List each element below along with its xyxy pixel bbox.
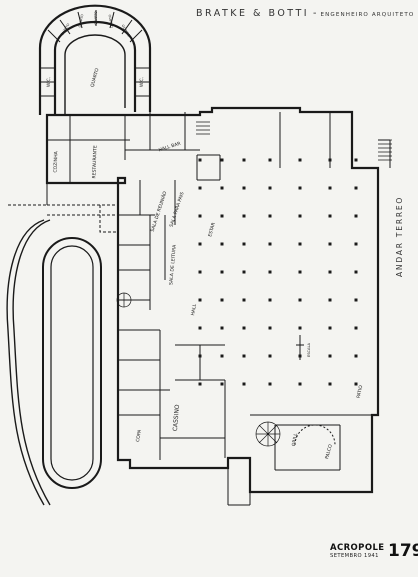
label-men-toilet: W.C. — [139, 77, 145, 87]
column-pillar — [328, 242, 332, 246]
column-pillar — [198, 298, 202, 302]
column-pillar — [242, 186, 246, 190]
column-pillar — [198, 242, 202, 246]
column-pillar — [198, 158, 202, 162]
firm-subtitle: ENGENHEIRO ARQUITETO — [320, 12, 415, 18]
track — [42, 237, 102, 489]
column-pillar — [268, 242, 272, 246]
column-pillar — [220, 382, 224, 386]
label-copa: COPA — [135, 428, 143, 442]
column-pillar — [268, 214, 272, 218]
column-pillar — [198, 186, 202, 190]
label-hall-bar: HALL BAR — [158, 140, 182, 153]
column-pillar — [220, 186, 224, 190]
column-pillar — [298, 270, 302, 274]
label-scale: ESCALA — [307, 342, 311, 357]
column-pillar — [198, 326, 202, 330]
column-pillar — [268, 298, 272, 302]
column-pillar — [220, 354, 224, 358]
column-pillar — [298, 382, 302, 386]
column-pillar — [354, 158, 358, 162]
column-pillar — [268, 326, 272, 330]
column-pillar — [328, 158, 332, 162]
label-cabin-5: QUARTO — [121, 23, 131, 37]
column-pillar — [328, 326, 332, 330]
column-pillar — [328, 186, 332, 190]
magazine-date: SETEMBRO 1941 — [330, 553, 379, 559]
column-pillar — [220, 298, 224, 302]
column-pillar — [242, 158, 246, 162]
column-pillar — [242, 382, 246, 386]
label-reading-room: SALA DE LEITURA — [168, 244, 178, 286]
label-parents-room: SALA PARA PAIS — [169, 191, 186, 228]
column-pillar — [242, 326, 246, 330]
column-pillar — [242, 354, 246, 358]
firm-name: BRATKE & BOTTI — [196, 8, 310, 19]
column-pillar — [354, 298, 358, 302]
column-pillar — [220, 158, 224, 162]
magazine-name: ACROPOLE — [330, 543, 385, 553]
column-pillar — [298, 354, 302, 358]
label-grill: GRILL — [291, 432, 299, 446]
column-pillar — [354, 382, 358, 386]
label-patio: PATIO — [356, 384, 365, 398]
column-pillar — [198, 354, 202, 358]
column-pillar — [268, 382, 272, 386]
column-pillar — [198, 214, 202, 218]
label-cassino: CASSINO — [172, 404, 181, 432]
column-pillar — [354, 214, 358, 218]
page-number: 179 — [388, 541, 418, 561]
side-label: ANDAR TERREO — [395, 195, 404, 277]
label-room: QUARTO — [90, 67, 101, 88]
label-cabin-4: QUARTO — [108, 14, 114, 28]
column-pillar — [328, 270, 332, 274]
column-pillar — [242, 214, 246, 218]
column-pillar — [354, 242, 358, 246]
column-pillar — [298, 242, 302, 246]
column-pillar — [298, 298, 302, 302]
column-pillar — [242, 298, 246, 302]
label-living: ESTAR — [207, 221, 217, 237]
column-pillar — [220, 326, 224, 330]
column-pillar — [328, 214, 332, 218]
column-pillar — [328, 354, 332, 358]
column-pillar — [198, 270, 202, 274]
column-pillar — [354, 354, 358, 358]
column-pillar — [328, 382, 332, 386]
label-palco: PALCO — [324, 443, 334, 459]
column-pillar — [268, 186, 272, 190]
label-cabin-1: QUARTO — [60, 22, 71, 36]
label-cooking: COZINHA — [53, 150, 60, 172]
page-footer: ACROPOLE SETEMBRO 1941 179 — [330, 541, 418, 573]
column-pillar — [220, 270, 224, 274]
column-pillar — [268, 354, 272, 358]
label-meeting-room: SALA DE REUNIÃO — [149, 190, 169, 233]
column-pillar — [354, 186, 358, 190]
column-pillar — [298, 186, 302, 190]
column-pillar — [242, 270, 246, 274]
column-pillar — [268, 158, 272, 162]
column-pillar — [242, 242, 246, 246]
label-cabin-2: QUARTO — [78, 13, 85, 27]
column-pillar — [354, 270, 358, 274]
column-pillar — [354, 326, 358, 330]
label-cabin-3: QUARTO — [94, 11, 98, 25]
label-women-toilet: W.C. — [46, 77, 52, 87]
column-pillar — [220, 242, 224, 246]
column-pillar — [298, 214, 302, 218]
firm-header: BRATKE & BOTTI-ENGENHEIRO ARQUITETO — [196, 8, 415, 19]
column-pillar — [328, 298, 332, 302]
label-hall: HALL — [190, 303, 198, 316]
column-pillar — [268, 270, 272, 274]
column-pillar — [298, 158, 302, 162]
label-restaurant: RESTAURANTE — [91, 145, 98, 179]
column-pillar — [298, 326, 302, 330]
column-pillar — [198, 382, 202, 386]
column-pillar — [220, 214, 224, 218]
building-outline — [45, 106, 380, 494]
semicircular-wing — [38, 4, 152, 115]
